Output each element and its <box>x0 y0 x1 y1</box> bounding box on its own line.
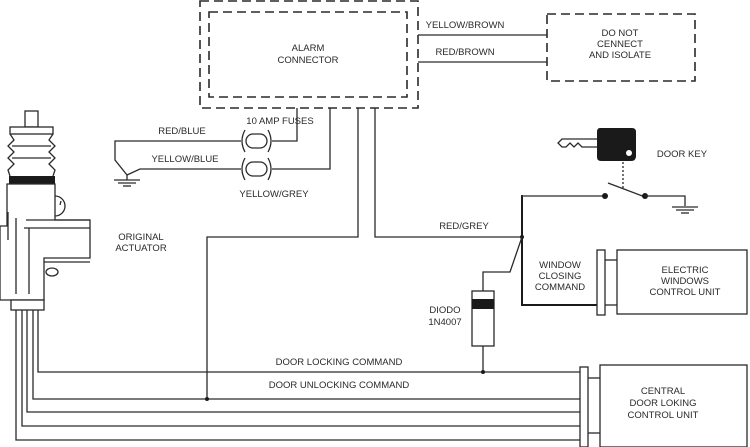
wire-label-yellow-brown: YELLOW/BROWN <box>426 20 505 31</box>
do-not-connect-line2: CENNECT <box>597 39 643 50</box>
electric-windows-connector <box>596 249 606 316</box>
wire-label-door-unlocking: DOOR UNLOCKING COMMAND <box>269 380 410 391</box>
central-unit-line2: DOOR LOKING <box>629 398 696 409</box>
electric-windows-unit: ELECTRIC WINDOWS CONTROL UNIT <box>596 249 748 316</box>
alarm-connector-outer-border <box>199 0 419 109</box>
wire-door-unlocking <box>32 310 580 400</box>
alarm-connector-inner-border <box>208 11 408 98</box>
actuator-harness <box>15 310 580 441</box>
wire-yellow-grey <box>272 108 331 170</box>
fuse-icon <box>241 129 272 153</box>
electric-windows-line2: WINDOWS <box>661 276 709 287</box>
do-not-connect-box: DO NOT CENNECT AND ISOLATE <box>546 13 696 82</box>
ground-icon <box>672 206 698 214</box>
door-key-icon <box>557 128 636 161</box>
alarm-connector-label-line1: ALARM <box>292 43 325 54</box>
alarm-connector: ALARM CONNECTOR <box>199 0 419 109</box>
wire-door-locking <box>37 310 580 373</box>
alarm-connector-label-line2: CONNECTOR <box>277 55 338 66</box>
do-not-connect-line3: AND ISOLATE <box>589 50 651 61</box>
actuator-icon <box>0 110 91 311</box>
central-unit-line1: CENTRAL <box>641 386 685 397</box>
isolated-wires: YELLOW/BROWN RED/BROWN <box>418 20 547 63</box>
central-unit-connector <box>579 366 589 447</box>
diode-label-line1: DIODO <box>429 305 460 316</box>
do-not-connect-line1: DO NOT <box>602 28 639 39</box>
diode-label-line2: 1N4007 <box>428 317 461 328</box>
actuator-label-line1: ORIGINAL <box>118 232 163 243</box>
wire-red-grey <box>374 108 522 238</box>
wire-red-blue-left <box>114 140 241 176</box>
ground-icon <box>114 175 140 187</box>
central-door-locking-unit: CENTRAL DOOR LOKING CONTROL UNIT <box>579 364 748 447</box>
wire-label-yellow-blue: YELLOW/BLUE <box>151 154 218 165</box>
wire-label-door-locking: DOOR LOCKING COMMAND <box>276 357 403 368</box>
window-closing-line3: COMMAND <box>535 282 585 293</box>
window-closing-line2: CLOSING <box>539 271 582 282</box>
wire-yellow-blue <box>126 168 241 176</box>
fuses-label: 10 AMP FUSES <box>246 116 313 127</box>
wire-label-red-grey: RED/GREY <box>439 221 489 232</box>
electric-windows-line3: CONTROL UNIT <box>650 287 721 298</box>
wire-window-closing <box>521 195 597 306</box>
central-unit-box <box>599 364 748 447</box>
fuse-icon <box>241 157 272 181</box>
junction-dot <box>205 397 209 401</box>
central-unit-line3: CONTROL UNIT <box>628 410 699 421</box>
wire-harness-3 <box>26 310 580 413</box>
door-key-label: DOOR KEY <box>657 149 708 160</box>
wire-label-red-brown: RED/BROWN <box>435 47 494 58</box>
wire-label-red-blue: RED/BLUE <box>158 126 206 137</box>
wire-harness-5 <box>15 310 580 441</box>
window-closing-line1: WINDOW <box>539 260 581 271</box>
diode-icon <box>471 236 523 374</box>
do-not-connect-border <box>546 13 696 82</box>
electric-windows-box <box>616 249 748 315</box>
key-switch-icon <box>521 182 686 206</box>
electric-windows-line1: ELECTRIC <box>662 265 709 276</box>
actuator-label-line2: ACTUATOR <box>115 243 167 254</box>
wire-alarm-unlock <box>206 108 359 399</box>
wire-harness-4 <box>21 310 580 427</box>
wire-label-yellow-grey: YELLOW/GREY <box>239 189 309 200</box>
wire-red-blue-right <box>272 108 298 142</box>
fuse-section: 10 AMP FUSES RED/BLUE YELLOW/BLUE YELLOW… <box>114 108 331 200</box>
